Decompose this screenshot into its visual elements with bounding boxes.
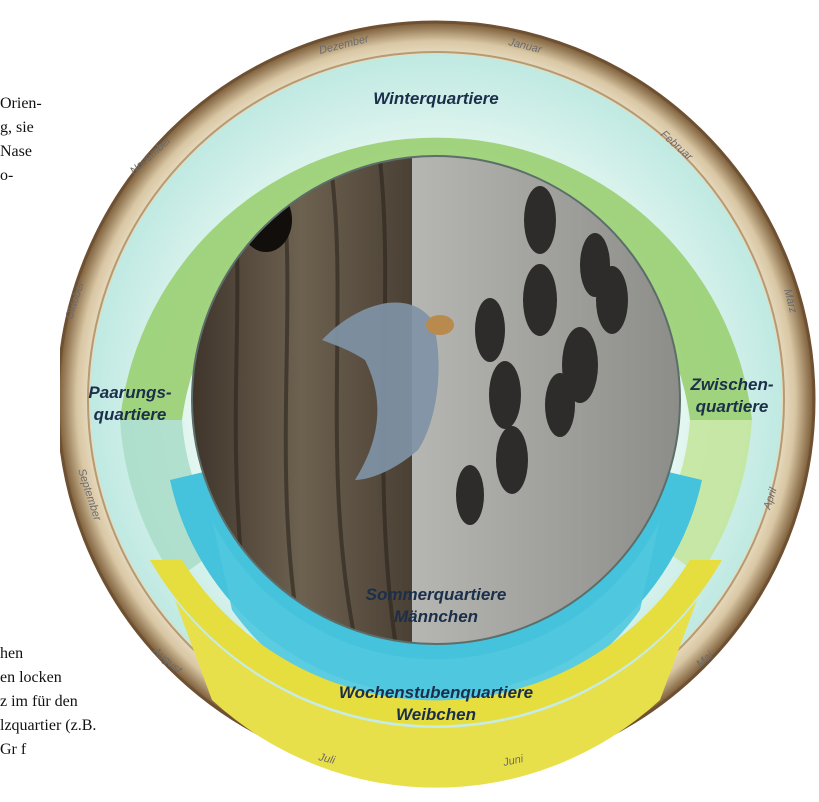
text-line: o- <box>0 164 42 188</box>
label-winterquartiere: Winterquartiere <box>373 89 498 108</box>
bat-annual-cycle-diagram: Januar Februar März April Mai Juni Juli … <box>60 0 819 802</box>
page-text-top: Orien- g, sie Nase o- <box>0 92 42 188</box>
label-weibchen: Weibchen <box>396 705 476 724</box>
label-wochenstubenquartiere: Wochenstubenquartiere <box>339 683 533 702</box>
label-zwischen: Zwischen- <box>689 375 773 394</box>
label-paarungs-quartiere: quartiere <box>94 405 167 424</box>
text-line: Orien- <box>0 92 42 116</box>
label-zwischen-quartiere: quartiere <box>696 397 769 416</box>
label-sommerquartiere: Sommerquartiere <box>366 585 507 604</box>
label-paarungs: Paarungs- <box>88 383 171 402</box>
text-line: g, sie <box>0 116 42 140</box>
text-line: Nase <box>0 140 42 164</box>
label-maennchen: Männchen <box>394 607 478 626</box>
